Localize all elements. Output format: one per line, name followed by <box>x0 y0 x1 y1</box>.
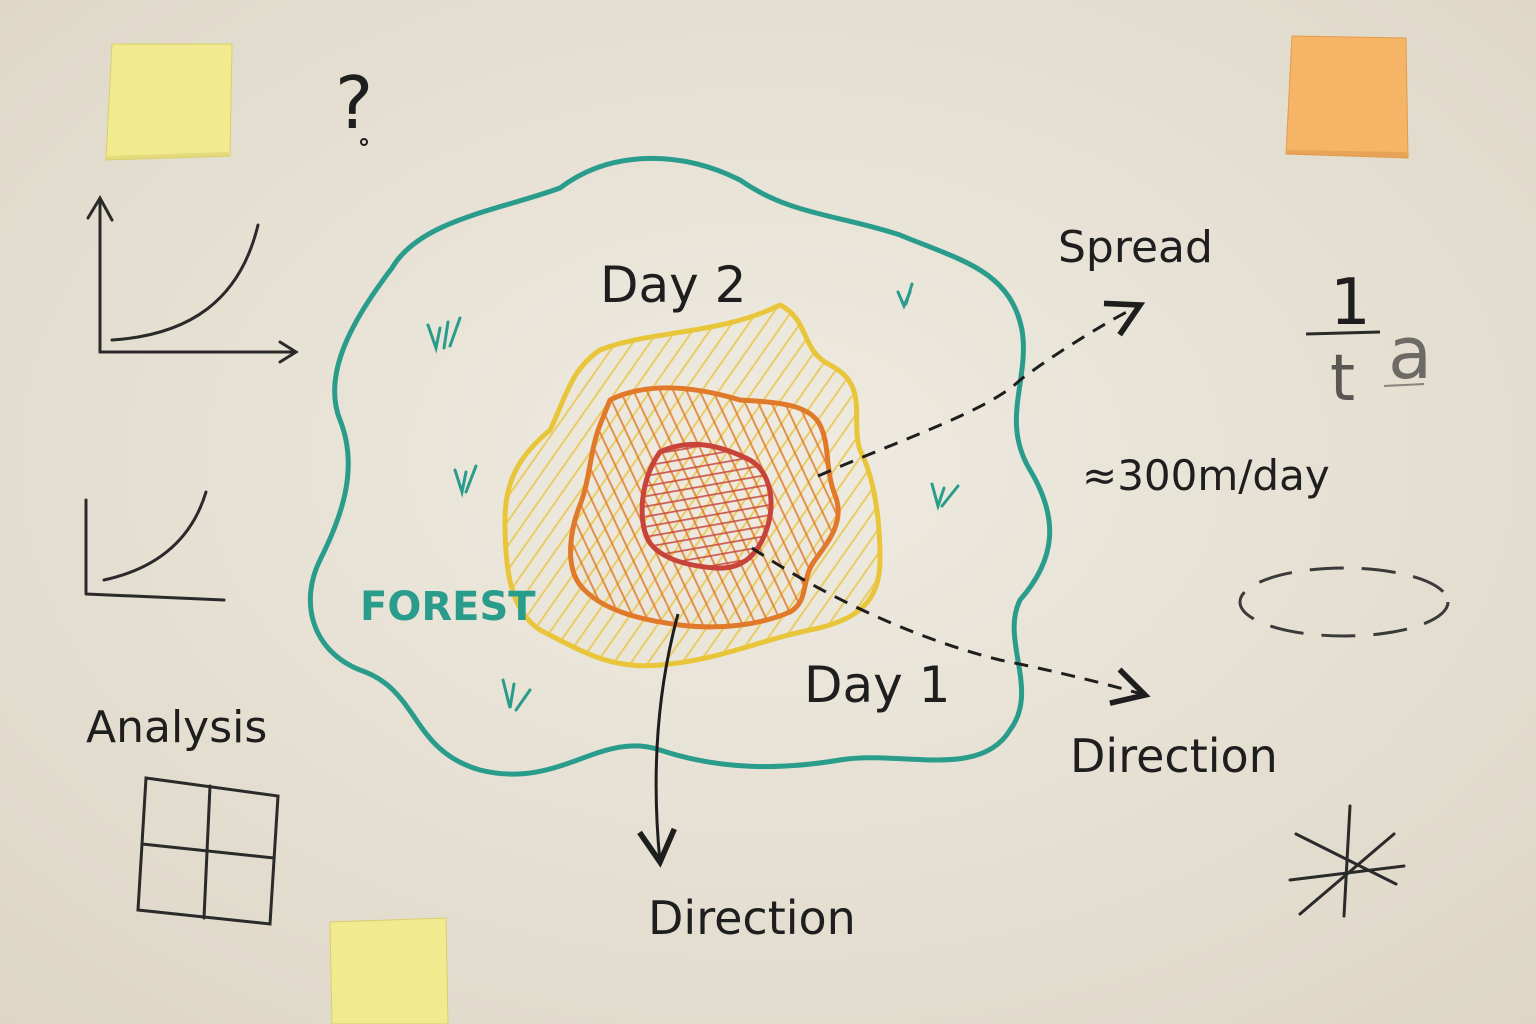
svg-text:t: t <box>1330 342 1355 416</box>
fraction-doodle: 1 t a <box>1305 266 1432 416</box>
forest-label: FOREST <box>360 584 536 630</box>
grid-icon <box>136 776 280 926</box>
graph-icon-exponential <box>86 194 299 364</box>
direction-arrow-down <box>637 613 680 868</box>
svg-text:a: a <box>1388 311 1432 395</box>
sticky-note-top-left[interactable] <box>105 43 233 161</box>
grass-tuft-icon <box>453 464 478 498</box>
grass-tuft-icon <box>426 316 462 354</box>
sticky-note-top-right[interactable] <box>1285 35 1409 159</box>
origin-zone <box>639 441 774 571</box>
forest-boundary <box>307 155 1053 777</box>
star-icon <box>1288 804 1406 918</box>
analysis-label: Analysis <box>86 702 267 753</box>
grass-tuft-icon <box>930 482 960 512</box>
sticky-note-bottom[interactable] <box>329 917 449 1024</box>
direction-arrow-right <box>751 546 1151 706</box>
spread-arrow <box>817 300 1146 478</box>
grass-tuft-icon <box>501 678 532 712</box>
day1-label: Day 1 <box>804 656 950 714</box>
spread-label: Spread <box>1058 222 1213 273</box>
direction-label-right: Direction <box>1070 729 1278 783</box>
direction-label-bottom: Direction <box>648 891 856 945</box>
graph-icon-growth <box>84 490 226 602</box>
dashed-ellipse <box>1238 566 1450 638</box>
svg-text:1: 1 <box>1330 266 1371 340</box>
question-dot <box>360 138 368 146</box>
day2-label: Day 2 <box>600 256 746 314</box>
question-mark: ? <box>335 61 373 145</box>
rate-label: ≈300m/day <box>1082 451 1330 500</box>
grass-tuft-icon <box>896 282 914 310</box>
